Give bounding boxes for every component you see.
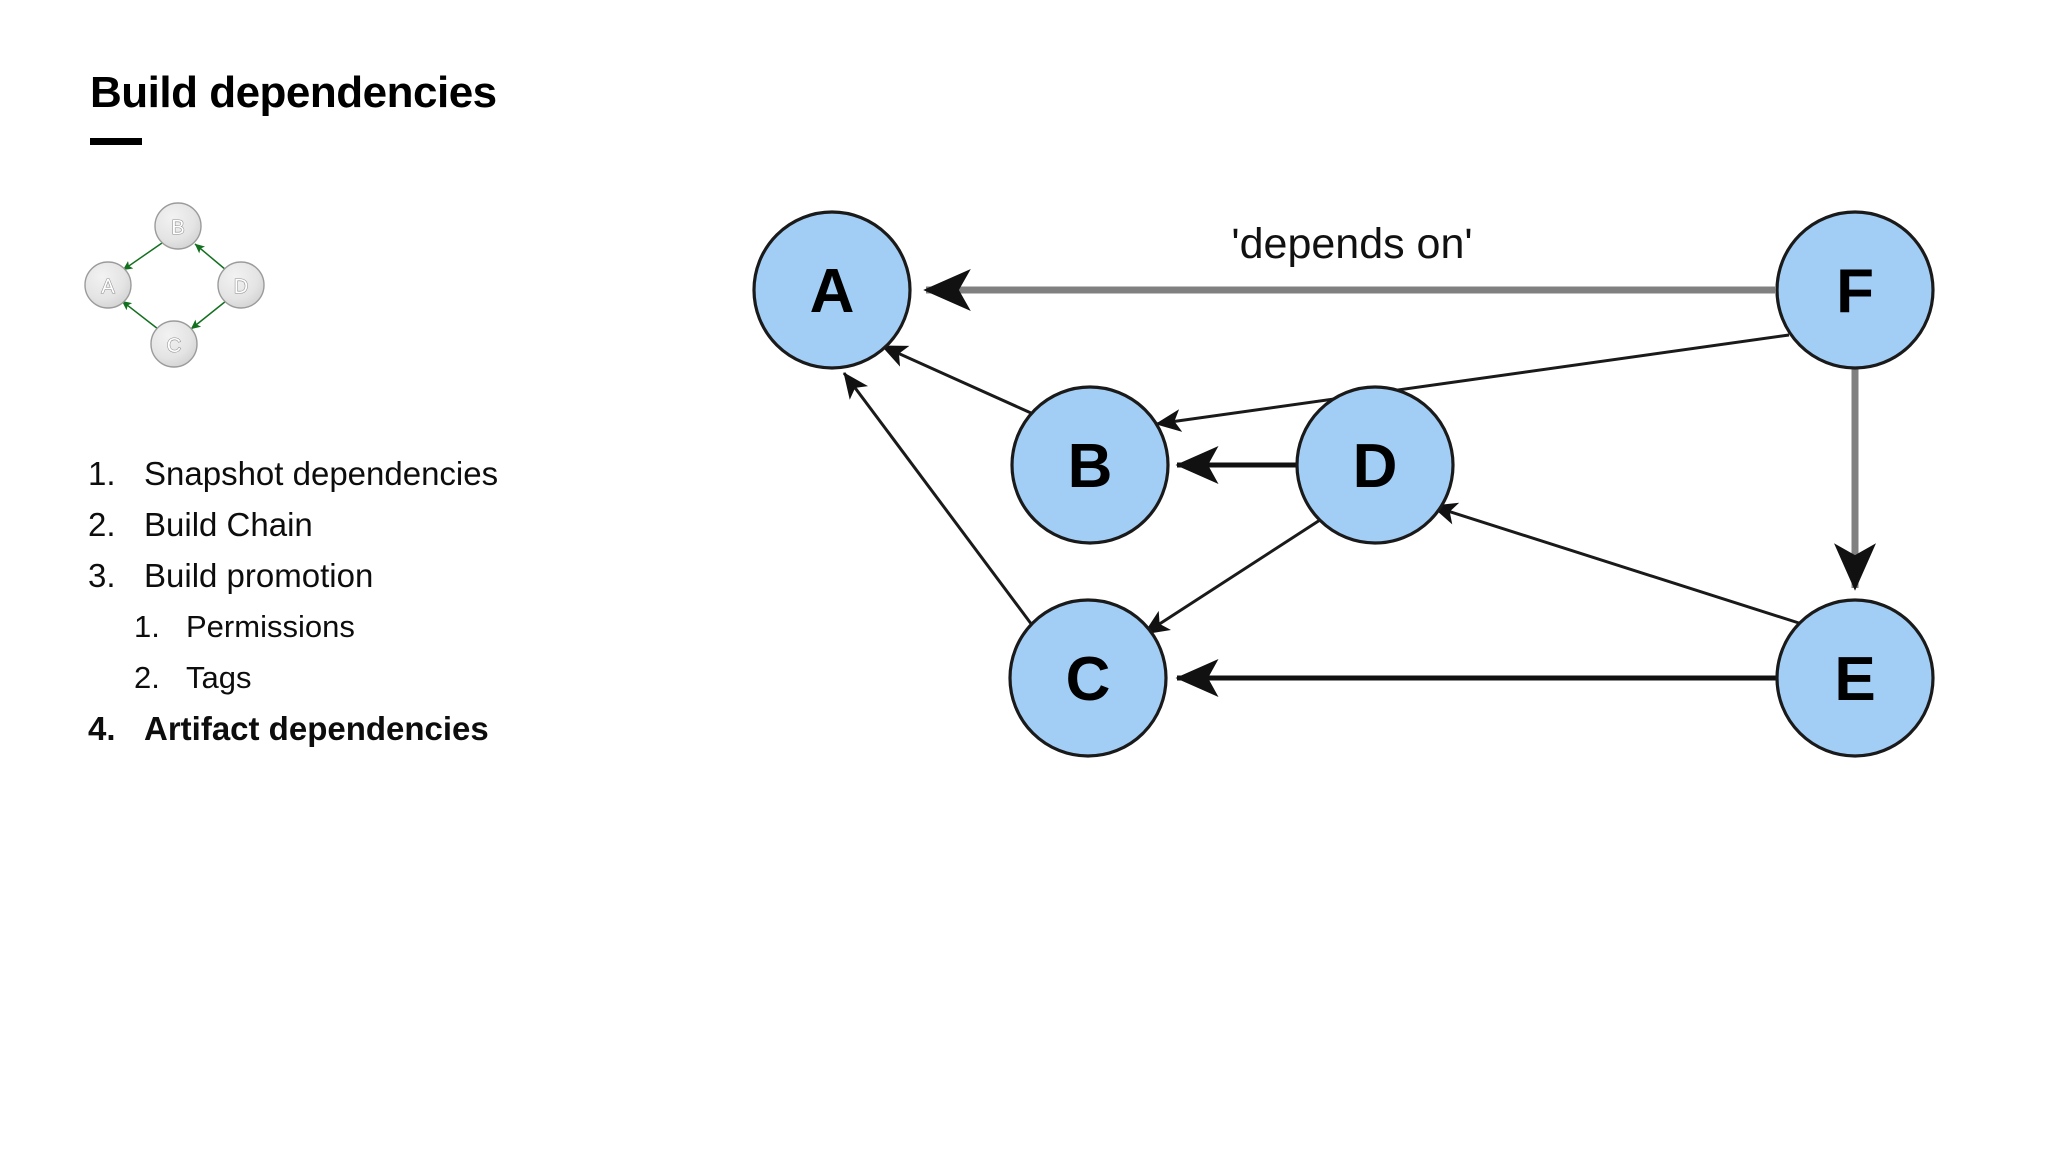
thumbnail-node-c-label: C: [167, 335, 181, 357]
main-graph-nodes: A B C D E: [752, 210, 1935, 758]
graph-node-b-label: B: [1068, 432, 1113, 501]
list-item-marker: 3.: [88, 557, 116, 594]
thumbnail-nodes: B A D C: [84, 202, 265, 368]
list-item-marker: 1.: [134, 609, 160, 644]
graph-node-c-label: C: [1066, 645, 1111, 714]
thumbnail-node-d-label: D: [234, 276, 248, 298]
page-title: Build dependencies: [90, 68, 497, 117]
list-item-marker: 4.: [88, 710, 116, 747]
list-item-label: Build Chain: [144, 506, 313, 543]
thumbnail-node-a: A: [84, 261, 132, 309]
thumbnail-node-b: B: [154, 202, 202, 250]
list-item-sub[interactable]: 1. Permissions: [88, 601, 728, 652]
edge-b-to-a: [881, 344, 1032, 415]
graph-node-f[interactable]: F: [1775, 210, 1935, 370]
list-item[interactable]: 1. Snapshot dependencies: [88, 448, 728, 499]
title-underline-rule: [90, 138, 142, 146]
graph-node-b[interactable]: B: [1010, 385, 1170, 545]
thumbnail-node-d: D: [217, 261, 265, 309]
edge-e-to-d: [1431, 502, 1803, 626]
thumbnail-node-b-label: B: [171, 217, 184, 239]
list-item-label: Snapshot dependencies: [144, 455, 499, 492]
edge-label-depends-on: 'depends on': [1231, 220, 1472, 268]
thumbnail-edge-b-a: [122, 242, 163, 271]
list-item-marker: 1.: [88, 455, 116, 492]
outline-list: 1. Snapshot dependencies 2. Build Chain …: [88, 448, 728, 754]
graph-node-d[interactable]: D: [1295, 385, 1455, 545]
thumbnail-edge-c-a: [121, 300, 159, 330]
graph-node-f-label: F: [1836, 257, 1874, 326]
edge-d-to-c: [1143, 518, 1321, 636]
main-graph-edges: [842, 269, 1877, 697]
graph-node-e[interactable]: E: [1775, 598, 1935, 758]
list-item-label: Tags: [186, 660, 252, 695]
graph-node-c[interactable]: C: [1008, 598, 1168, 758]
thumbnail-edges: [121, 242, 227, 330]
list-item-active[interactable]: 4. Artifact dependencies: [88, 703, 728, 754]
graph-node-a-label: A: [810, 257, 855, 326]
graph-node-e-label: E: [1834, 645, 1875, 714]
edge-f-to-b: [1155, 333, 1790, 432]
list-item[interactable]: 2. Build Chain: [88, 499, 728, 550]
thumbnail-node-c: C: [150, 320, 198, 368]
thumbnail-edge-d-c: [190, 300, 227, 330]
list-item-label: Build promotion: [144, 557, 374, 594]
graph-node-d-label: D: [1353, 432, 1398, 501]
thumbnail-node-a-label: A: [101, 276, 115, 298]
main-dependency-graph: 'depends on' A B C D: [740, 210, 2030, 930]
list-item[interactable]: 3. Build promotion: [88, 550, 728, 601]
list-item-marker: 2.: [88, 506, 116, 543]
graph-node-a[interactable]: A: [752, 210, 912, 370]
list-item-label: Artifact dependencies: [144, 710, 489, 747]
list-item-marker: 2.: [134, 660, 160, 695]
list-item-sub[interactable]: 2. Tags: [88, 652, 728, 703]
edge-c-to-a: [842, 372, 1034, 626]
thumbnail-dependency-graph: B A D C: [78, 198, 278, 383]
list-item-label: Permissions: [186, 609, 355, 644]
thumbnail-edge-d-b: [194, 243, 227, 271]
left-column: Build dependencies: [90, 68, 730, 146]
